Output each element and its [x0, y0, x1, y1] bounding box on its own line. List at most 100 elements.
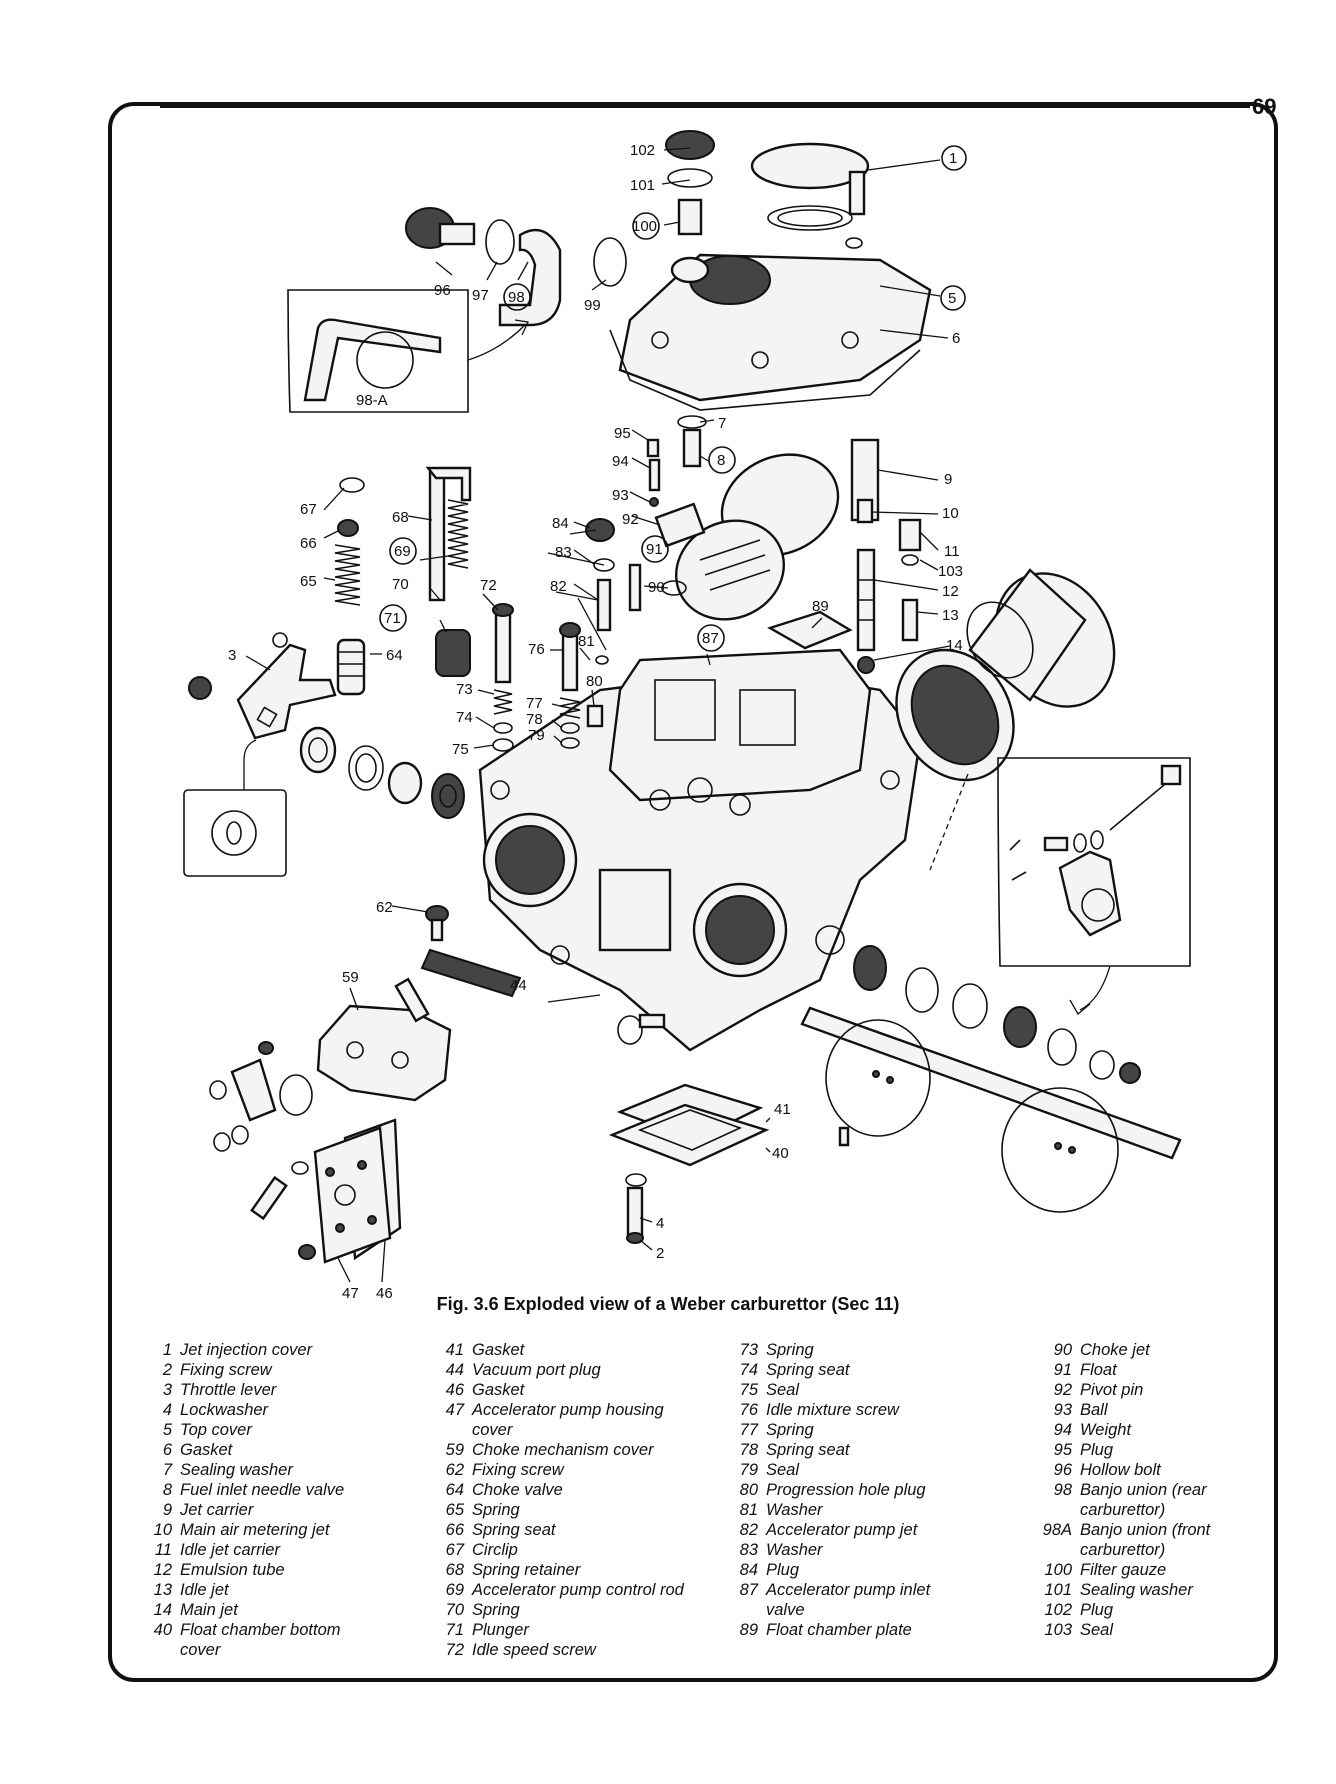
legend-description: Float chamber bottom	[180, 1621, 341, 1639]
callout-95: 95	[614, 425, 631, 442]
legend-description: Weight	[1080, 1421, 1132, 1439]
legend-description: carburettor)	[1080, 1501, 1166, 1519]
legend-number: 95	[1053, 1441, 1072, 1459]
legend-number: 81	[739, 1501, 758, 1519]
legend-description: Washer	[766, 1541, 823, 1559]
callout-64: 64	[386, 647, 403, 664]
legend-number: 87	[739, 1581, 758, 1599]
callout-14: 14	[946, 637, 963, 654]
legend-number: 8	[162, 1481, 172, 1499]
legend-number: 102	[1044, 1601, 1072, 1619]
spindle-bearings-left	[299, 726, 465, 819]
legend-number	[728, 1600, 758, 1620]
legend-number: 83	[739, 1541, 758, 1559]
legend-number: 4	[162, 1401, 172, 1419]
callout-87: 87	[702, 630, 719, 647]
callout-65: 65	[300, 573, 317, 590]
legend-number: 66	[445, 1521, 464, 1539]
legend-number: 68	[445, 1561, 464, 1579]
callout-3: 3	[228, 647, 236, 664]
legend-description: Filter gauze	[1080, 1561, 1167, 1579]
float-assembly	[654, 453, 840, 621]
legend-number: 65	[445, 1501, 464, 1519]
leader-lines	[245, 147, 969, 1283]
legend-description: Plunger	[472, 1621, 529, 1639]
legend-number: 7	[162, 1461, 172, 1479]
legend-number: 94	[1053, 1421, 1072, 1439]
legend-number: 80	[739, 1481, 758, 1499]
figure-frame	[108, 102, 1278, 1682]
header-rule	[160, 104, 1250, 108]
callout-90: 90	[648, 579, 665, 596]
legend-number: 44	[445, 1361, 464, 1379]
callout-5: 5	[948, 290, 956, 307]
legend-number: 14	[153, 1601, 172, 1619]
legend-number: 67	[445, 1541, 464, 1559]
callout-66: 66	[300, 535, 317, 552]
legend-number: 91	[1053, 1361, 1072, 1379]
legend-description: Choke mechanism cover	[472, 1441, 654, 1459]
callout-59: 59	[342, 969, 359, 986]
legend-description: Seal	[766, 1381, 800, 1399]
legend-description: Gasket	[472, 1341, 525, 1359]
legend-description: Idle speed screw	[472, 1641, 596, 1659]
legend-number: 98	[1053, 1481, 1072, 1499]
accelerator-pump-parts	[334, 466, 472, 677]
legend-description: Idle mixture screw	[766, 1401, 899, 1419]
callout-100: 100	[632, 218, 657, 235]
legend-number: 92	[1053, 1381, 1072, 1399]
legend-description: Lockwasher	[180, 1401, 269, 1419]
legend-row: 59 Choke mechanism cover	[434, 1440, 684, 1460]
callout-96: 96	[434, 282, 451, 299]
legend-number: 74	[739, 1361, 758, 1379]
callout-82: 82	[550, 578, 567, 595]
legend-description: Spring retainer	[472, 1561, 581, 1579]
callout-75: 75	[452, 741, 469, 758]
legend-description: Spring	[472, 1601, 520, 1619]
legend-row: carburettor)	[1030, 1500, 1210, 1520]
figure-caption: Fig. 3.6 Exploded view of a Weber carbur…	[436, 1294, 900, 1314]
throttle-lever	[188, 632, 337, 740]
legend-number: 10	[153, 1521, 172, 1539]
legend-row: cover	[142, 1640, 344, 1660]
legend-number: 11	[154, 1541, 172, 1559]
legend-number: 2	[162, 1361, 172, 1379]
legend-number: 93	[1053, 1401, 1072, 1419]
legend-description: Seal	[1080, 1621, 1114, 1639]
callout-103: 103	[938, 563, 963, 580]
legend-number: 103	[1044, 1621, 1072, 1639]
legend-description: Gasket	[472, 1381, 525, 1399]
needle-valve-stack	[646, 415, 707, 507]
callout-98: 98	[508, 289, 525, 306]
callout-84: 84	[552, 515, 569, 532]
legend-description: Circlip	[472, 1541, 518, 1559]
callout-92: 92	[622, 511, 639, 528]
legend-description: Spring	[766, 1421, 814, 1439]
callout-10: 10	[942, 505, 959, 522]
legend-number: 59	[445, 1441, 464, 1459]
callout-40: 40	[772, 1145, 789, 1162]
callout-91: 91	[646, 541, 663, 558]
plug-and-filter	[665, 130, 715, 236]
legend-number: 84	[739, 1561, 758, 1579]
legend-description: Washer	[766, 1501, 823, 1519]
legend-description: Main air metering jet	[180, 1521, 330, 1539]
